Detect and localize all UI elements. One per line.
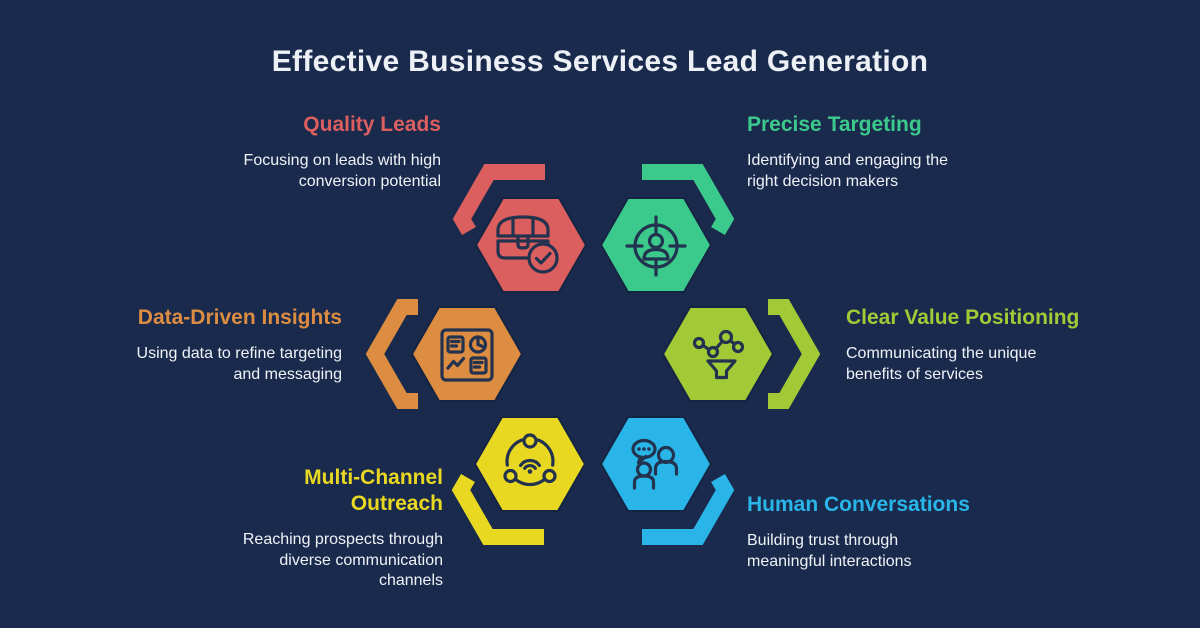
broadcast-network-icon	[503, 433, 557, 487]
multi-channel-outreach-group	[451, 416, 587, 545]
precise-targeting-hexagon	[599, 197, 713, 293]
precise-targeting-description: Identifying and engaging the right decis…	[747, 152, 949, 190]
data-driven-insights-group	[365, 299, 524, 409]
network-funnel-icon	[692, 329, 745, 380]
multi-channel-outreach-label: Multi-Channel Outreach Reaching prospect…	[163, 465, 443, 592]
precise-targeting-label: Precise Targeting Identifying and engagi…	[747, 112, 1037, 192]
precise-targeting-title: Precise Targeting	[747, 113, 922, 136]
precise-targeting-band	[642, 164, 735, 236]
quality-leads-title: Quality Leads	[303, 113, 441, 136]
quality-leads-band	[452, 164, 545, 236]
quality-leads-label: Quality Leads Focusing on leads with hig…	[161, 112, 441, 192]
quality-leads-group	[452, 164, 588, 293]
clear-value-positioning-title: Clear Value Positioning	[846, 306, 1080, 329]
data-driven-insights-band	[365, 299, 418, 409]
clear-value-positioning-band	[768, 299, 821, 409]
human-conversations-group	[599, 416, 735, 545]
page-title: Effective Business Services Lead Generat…	[271, 45, 929, 78]
treasure-chest-check-icon	[496, 215, 559, 274]
data-driven-insights-description: Using data to refine targeting and messa…	[136, 345, 342, 383]
multi-channel-outreach-title: Multi-Channel Outreach	[304, 466, 443, 515]
multi-channel-outreach-description: Reaching prospects through diverse commu…	[242, 531, 443, 589]
quality-leads-hexagon	[474, 197, 588, 293]
people-chat-icon	[631, 438, 679, 490]
clear-value-positioning-label: Clear Value Positioning Communicating th…	[846, 305, 1156, 385]
person-target-icon	[625, 215, 687, 277]
data-driven-insights-title: Data-Driven Insights	[137, 306, 342, 329]
multi-channel-outreach-band	[451, 473, 544, 545]
human-conversations-description: Building trust through meaningful intera…	[747, 532, 912, 570]
human-conversations-label: Human Conversations Building trust throu…	[747, 492, 1047, 572]
precise-targeting-group	[599, 164, 735, 293]
data-driven-insights-hexagon	[410, 306, 524, 402]
clear-value-positioning-description: Communicating the unique benefits of ser…	[846, 345, 1037, 383]
clear-value-positioning-group	[661, 299, 821, 409]
human-conversations-band	[642, 473, 735, 545]
dashboard-charts-icon	[440, 328, 494, 382]
quality-leads-description: Focusing on leads with high conversion p…	[243, 152, 441, 190]
data-driven-insights-label: Data-Driven Insights Using data to refin…	[42, 305, 342, 385]
human-conversations-title: Human Conversations	[747, 493, 970, 516]
